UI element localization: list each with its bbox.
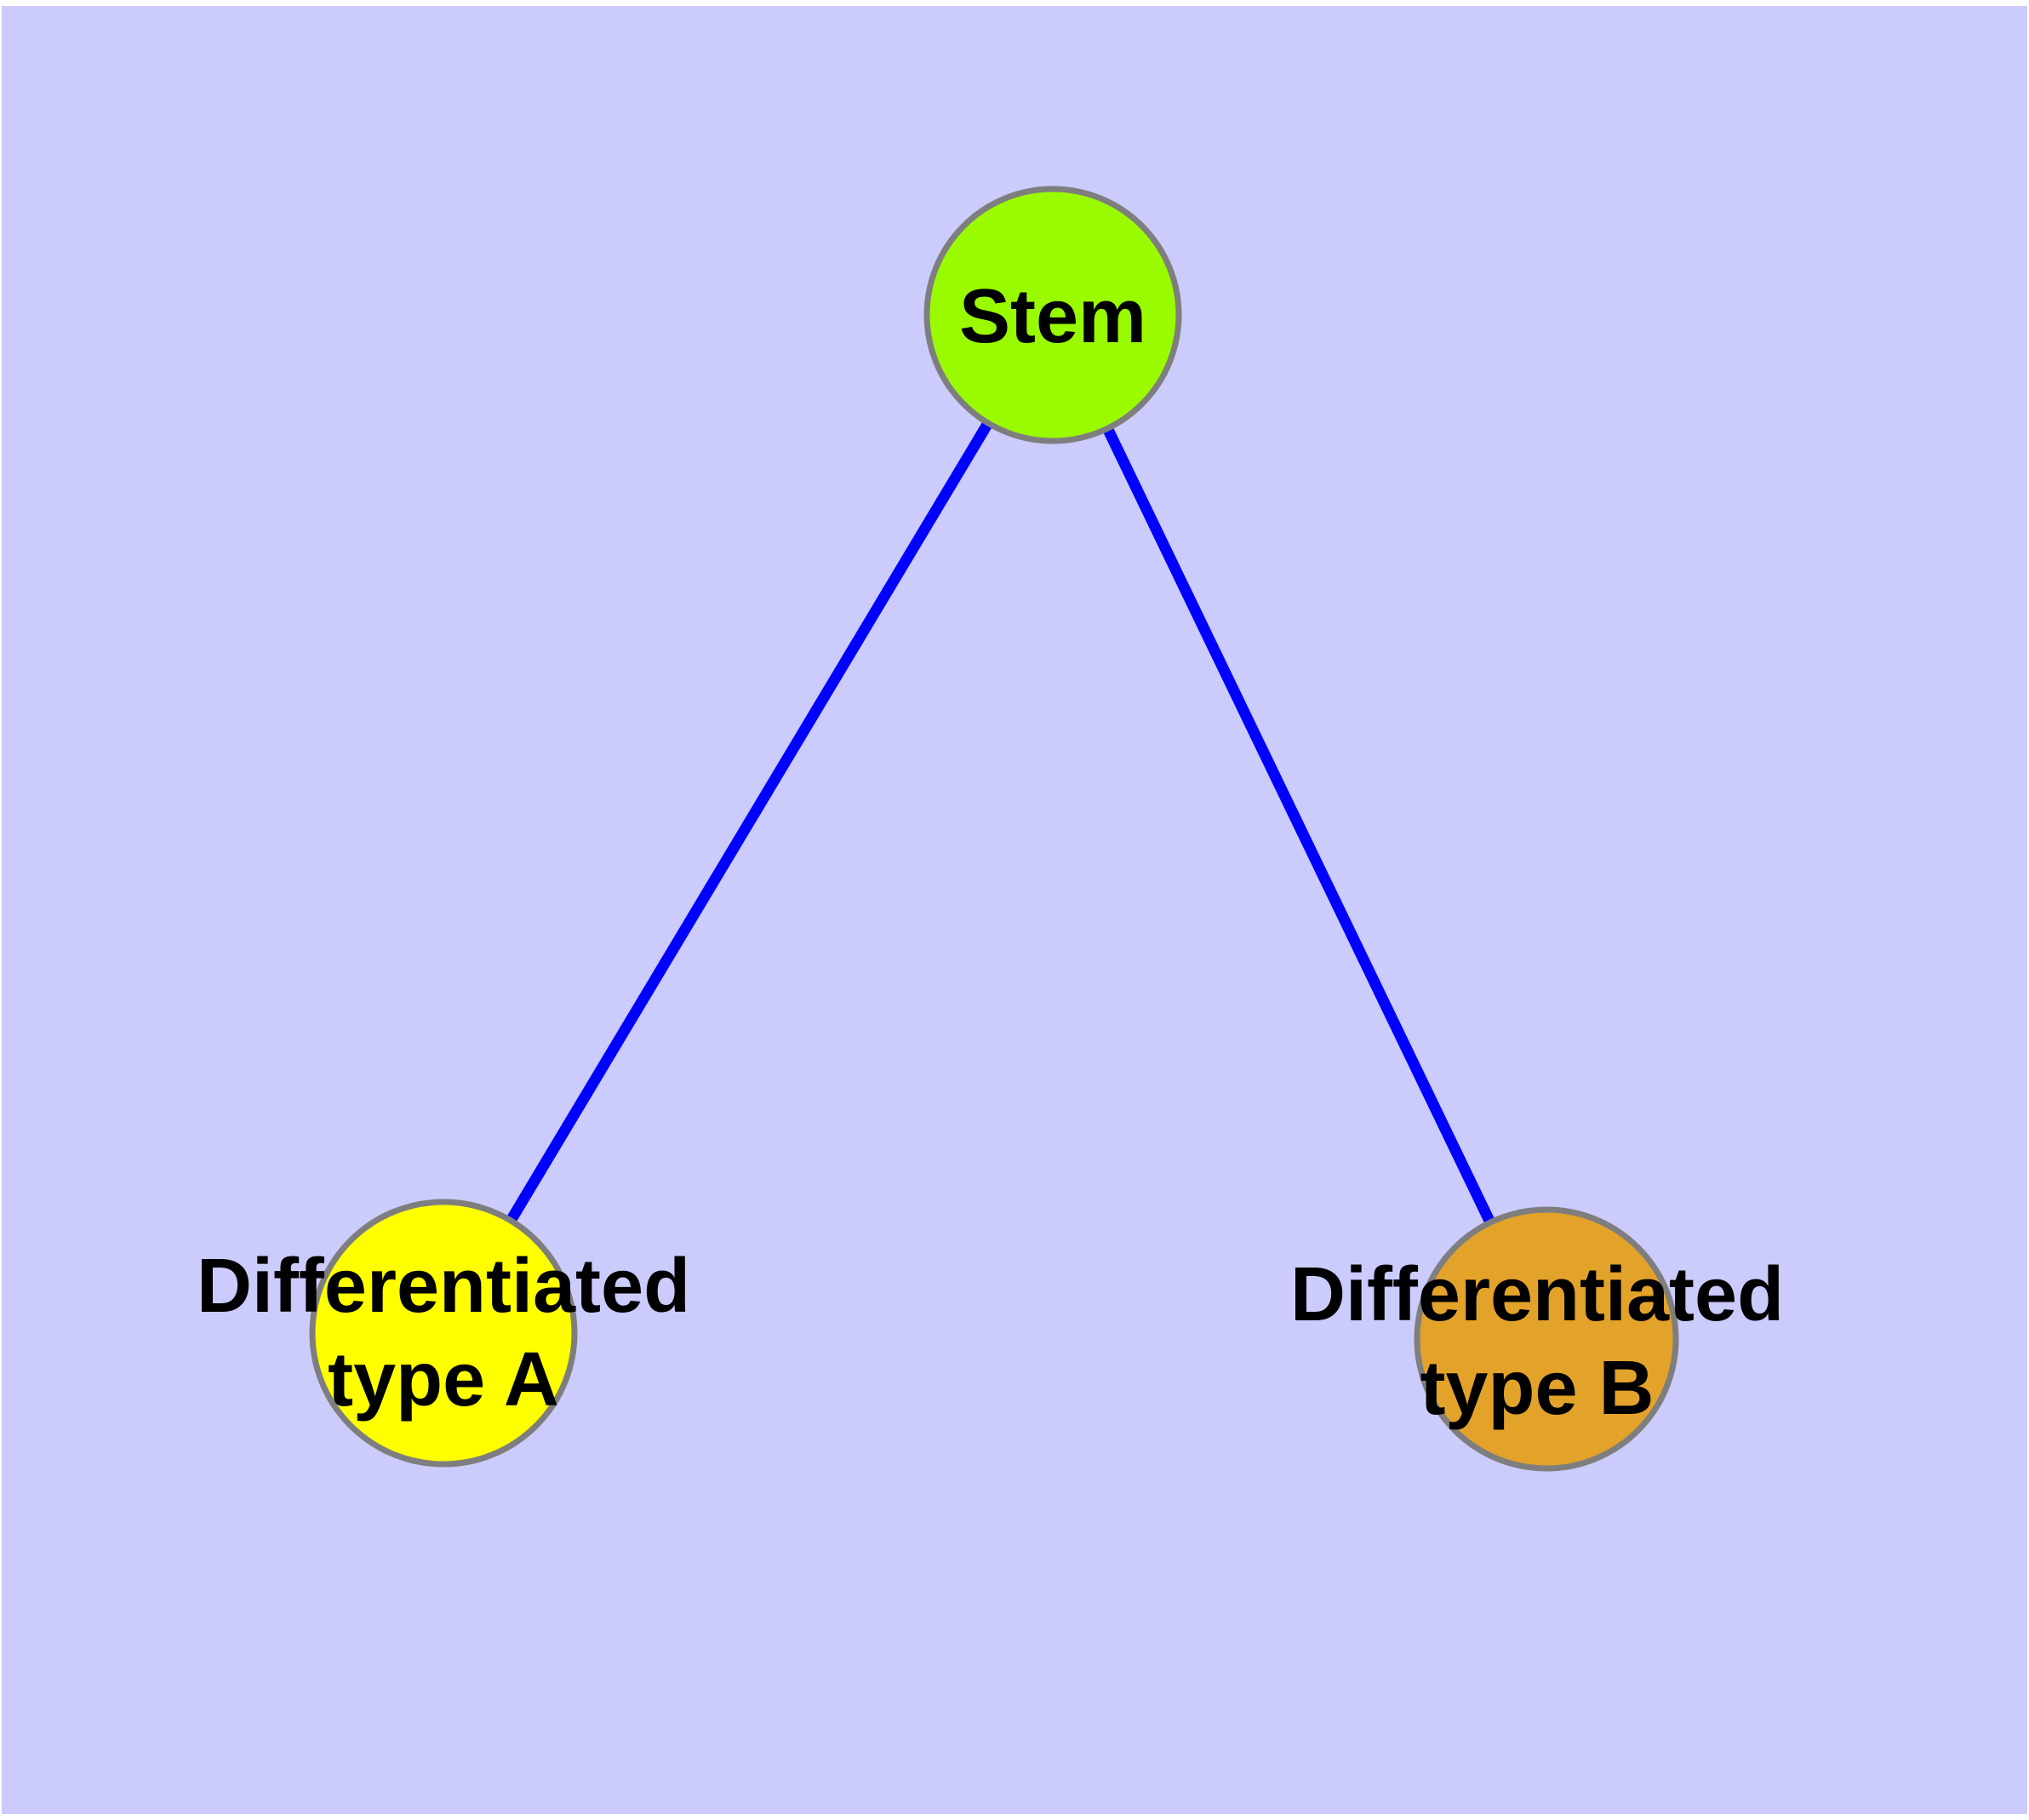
node-stem-label-line: Stem: [958, 274, 1147, 359]
node-differentiated-type-a: [309, 1199, 578, 1468]
edge-stem-to-type-b: [1048, 312, 1552, 1342]
node-a-label-line-1: Differentiated: [196, 1244, 691, 1329]
node-differentiated-type-b-label: Differentiated type B: [1290, 1248, 1784, 1435]
node-differentiated-type-a-label: Differentiated type A: [197, 1239, 690, 1427]
node-stem: [923, 186, 1182, 444]
node-b-label-line-1: Differentiated: [1289, 1252, 1785, 1337]
node-differentiated-type-b: [1414, 1206, 1679, 1472]
node-stem-label: Stem: [959, 270, 1146, 363]
node-a-label-line-2: type A: [328, 1337, 559, 1422]
node-b-label-line-2: type B: [1420, 1346, 1655, 1431]
edge-stem-to-type-a: [438, 312, 1058, 1336]
